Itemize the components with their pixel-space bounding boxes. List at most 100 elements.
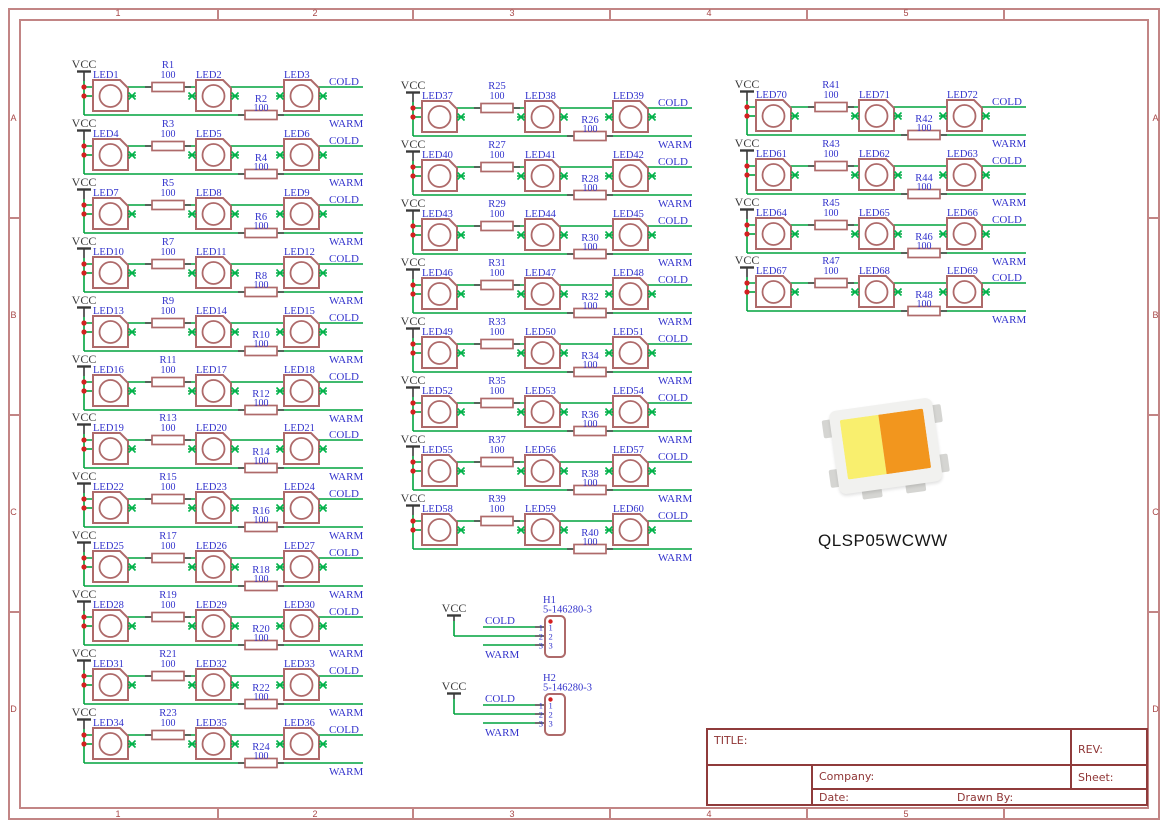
- net-label-cold[interactable]: COLD: [485, 615, 515, 627]
- net-label-cold[interactable]: COLD: [329, 312, 359, 324]
- net-label-cold[interactable]: COLD: [992, 96, 1022, 108]
- net-label-warm[interactable]: WARM: [329, 707, 363, 719]
- net-label-cold[interactable]: COLD: [329, 253, 359, 265]
- net-label-warm[interactable]: WARM: [485, 727, 519, 739]
- led-symbol[interactable]: [421, 336, 458, 369]
- vcc-power-flag[interactable]: VCC: [72, 352, 97, 376]
- net-label-cold[interactable]: COLD: [658, 333, 688, 345]
- net-label-warm[interactable]: WARM: [658, 434, 692, 446]
- led-symbol[interactable]: [524, 159, 561, 192]
- net-label-cold[interactable]: COLD: [329, 429, 359, 441]
- vcc-power-flag[interactable]: VCC: [401, 314, 426, 338]
- led-symbol[interactable]: [195, 727, 232, 760]
- led-symbol[interactable]: [195, 491, 232, 524]
- led-symbol[interactable]: [421, 159, 458, 192]
- net-label-warm[interactable]: WARM: [658, 375, 692, 387]
- net-label-warm[interactable]: WARM: [329, 471, 363, 483]
- led-symbol[interactable]: [612, 513, 649, 546]
- led-symbol[interactable]: [195, 609, 232, 642]
- vcc-power-flag[interactable]: VCC: [735, 195, 760, 219]
- vcc-power-flag[interactable]: VCC: [72, 175, 97, 199]
- net-label-warm[interactable]: WARM: [329, 177, 363, 189]
- vcc-power-flag[interactable]: VCC: [401, 78, 426, 102]
- led-symbol[interactable]: [283, 374, 320, 407]
- net-label-cold[interactable]: COLD: [658, 510, 688, 522]
- led-symbol[interactable]: [612, 336, 649, 369]
- net-label-cold[interactable]: COLD: [329, 371, 359, 383]
- net-label-cold[interactable]: COLD: [329, 724, 359, 736]
- vcc-power-flag[interactable]: VCC: [401, 137, 426, 161]
- led-symbol[interactable]: [92, 432, 129, 465]
- led-symbol[interactable]: [755, 275, 792, 308]
- led-symbol[interactable]: [612, 395, 649, 428]
- vcc-power-flag[interactable]: VCC: [401, 255, 426, 279]
- led-symbol[interactable]: [92, 609, 129, 642]
- led-symbol[interactable]: [612, 100, 649, 133]
- net-label-warm[interactable]: WARM: [992, 256, 1026, 268]
- vcc-power-flag[interactable]: VCC: [401, 196, 426, 220]
- led-symbol[interactable]: [612, 454, 649, 487]
- vcc-power-flag[interactable]: VCC: [72, 293, 97, 317]
- net-label-cold[interactable]: COLD: [658, 392, 688, 404]
- net-label-warm[interactable]: WARM: [485, 649, 519, 661]
- vcc-power-flag[interactable]: VCC: [72, 469, 97, 493]
- net-label-warm[interactable]: WARM: [658, 552, 692, 564]
- vcc-power-flag[interactable]: VCC: [735, 77, 760, 101]
- led-symbol[interactable]: [283, 432, 320, 465]
- vcc-power-flag[interactable]: VCC: [735, 136, 760, 160]
- led-symbol[interactable]: [946, 217, 983, 250]
- vcc-power-flag[interactable]: VCC: [72, 116, 97, 140]
- net-label-warm[interactable]: WARM: [658, 316, 692, 328]
- led-symbol[interactable]: [283, 668, 320, 701]
- led-symbol[interactable]: [195, 550, 232, 583]
- led-symbol[interactable]: [421, 395, 458, 428]
- led-symbol[interactable]: [421, 218, 458, 251]
- led-symbol[interactable]: [421, 100, 458, 133]
- vcc-power-flag[interactable]: VCC: [401, 432, 426, 456]
- connector-symbol[interactable]: [544, 615, 566, 658]
- vcc-power-flag[interactable]: VCC: [72, 234, 97, 258]
- led-symbol[interactable]: [283, 315, 320, 348]
- net-label-warm[interactable]: WARM: [329, 118, 363, 130]
- net-label-warm[interactable]: WARM: [658, 257, 692, 269]
- led-symbol[interactable]: [195, 374, 232, 407]
- led-symbol[interactable]: [195, 197, 232, 230]
- led-symbol[interactable]: [195, 138, 232, 171]
- led-symbol[interactable]: [283, 79, 320, 112]
- led-symbol[interactable]: [421, 454, 458, 487]
- vcc-power-flag[interactable]: VCC: [401, 373, 426, 397]
- net-label-warm[interactable]: WARM: [329, 295, 363, 307]
- vcc-power-flag[interactable]: VCC: [442, 601, 467, 621]
- led-symbol[interactable]: [421, 277, 458, 310]
- net-label-cold[interactable]: COLD: [658, 215, 688, 227]
- led-symbol[interactable]: [283, 491, 320, 524]
- net-label-warm[interactable]: WARM: [329, 589, 363, 601]
